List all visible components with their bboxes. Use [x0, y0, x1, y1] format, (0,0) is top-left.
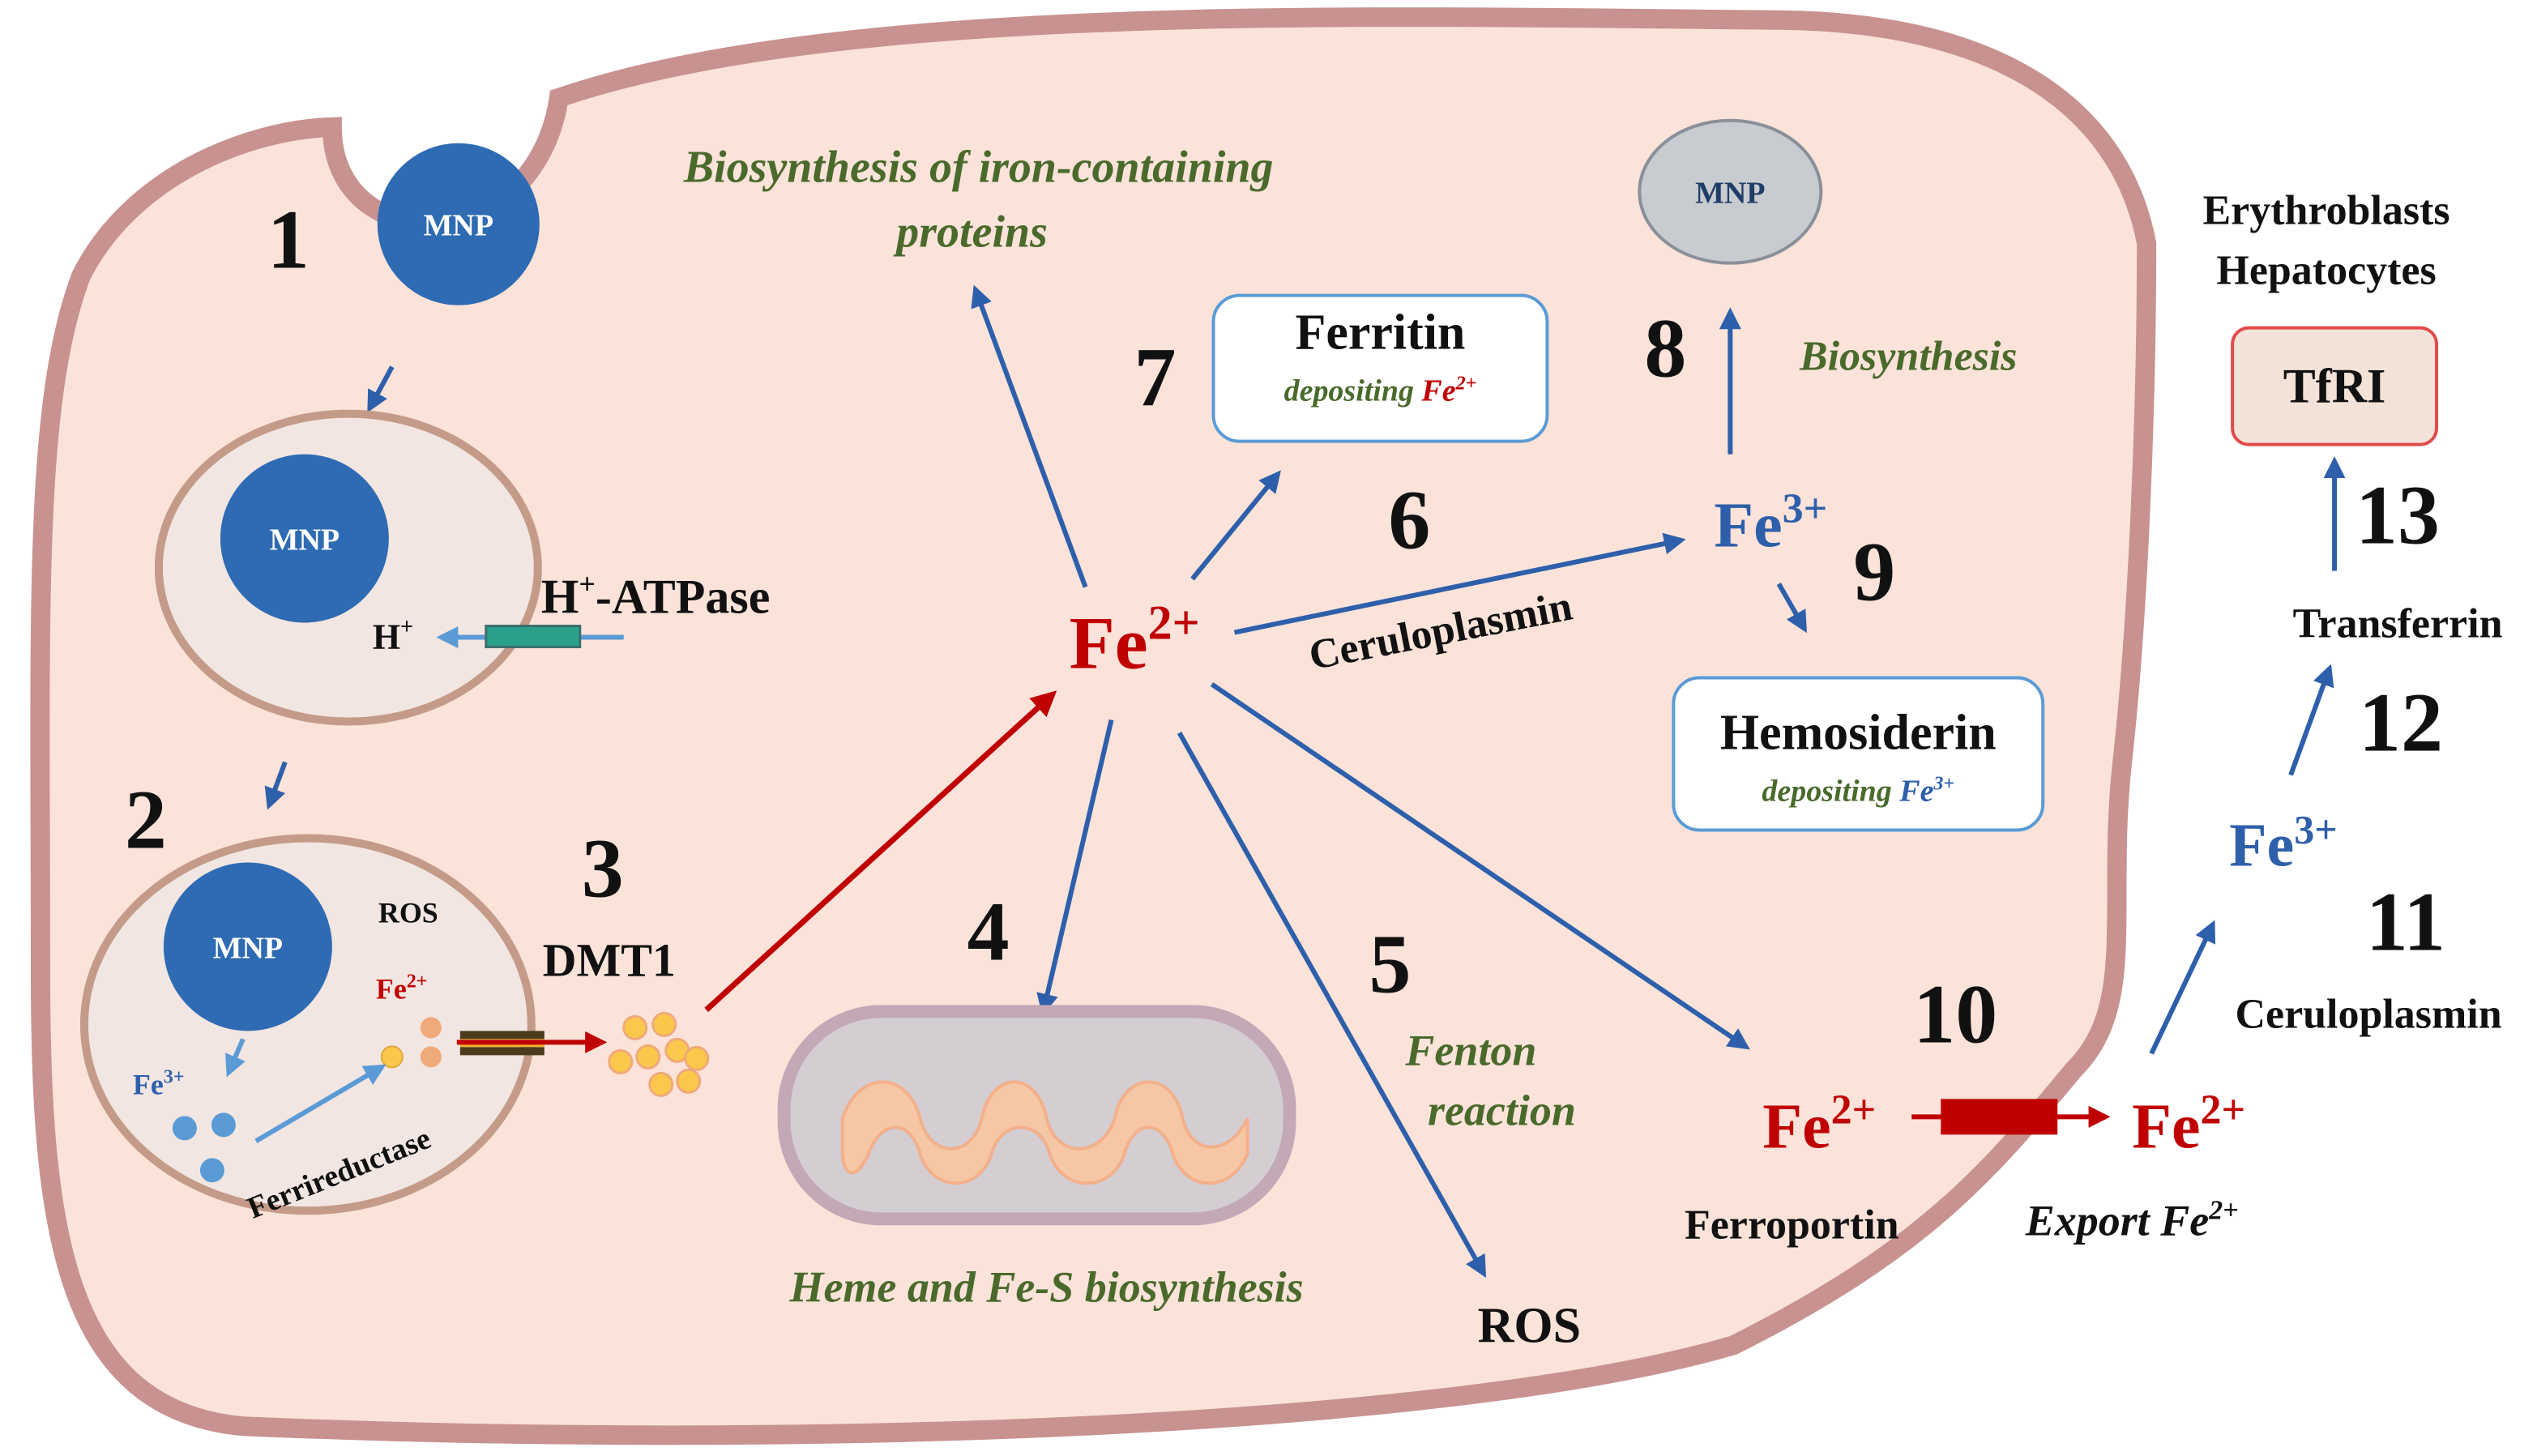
central-fe2-label: Fe2+ — [1070, 596, 1200, 685]
step-number-5: 5 — [1369, 917, 1411, 1010]
arrow-fe2-to-ros — [1177, 732, 1487, 1278]
arrow-fe3-to-transferrin — [2288, 664, 2334, 776]
fe2-cluster-particle — [684, 1045, 710, 1071]
step-number-11: 11 — [2366, 875, 2445, 968]
step-number-1: 1 — [267, 194, 310, 287]
step-number-3: 3 — [582, 822, 624, 915]
nanoparticle-lysosome-label: MNP — [213, 931, 283, 965]
nanoparticle-endocytosed-label: MNP — [424, 209, 493, 243]
target-cells-line1: Erythroblasts — [2203, 188, 2450, 234]
target-cells-line2: Hepatocytes — [2216, 248, 2436, 294]
arrow-fe2-to-export — [1210, 682, 1750, 1050]
step-number-10: 10 — [1913, 967, 1997, 1061]
tfr1-box — [2231, 326, 2439, 446]
fe2-cluster-particle — [648, 1071, 674, 1097]
proton-label: H+ — [373, 615, 413, 657]
arrow-mnp-to-fe3 — [225, 1038, 246, 1078]
transferrin-label: Transferrin — [2293, 601, 2503, 647]
fe2-cluster-particle — [651, 1011, 677, 1037]
h-atpase-label: H+-ATPase — [541, 568, 771, 624]
step-number-8: 8 — [1644, 302, 1686, 395]
export-inside-fe2: Fe2+ — [1762, 1087, 1876, 1162]
step-number-9: 9 — [1853, 526, 1895, 619]
ferritin-subtitle: depositing Fe2+ — [1284, 374, 1477, 408]
extracellular-ceruloplasmin-label: Ceruloplasmin — [2235, 991, 2501, 1037]
fe3-particle — [199, 1158, 224, 1183]
extracellular-fe3-label: Fe3+ — [2229, 806, 2338, 879]
dmt1-label: DMT1 — [543, 933, 676, 986]
tfr1-label: TfRI — [2283, 360, 2386, 413]
ferrireductase-arrow — [254, 1064, 387, 1143]
protein-biosynthesis-line2: proteins — [893, 207, 1048, 258]
fenton-line1: Fenton — [1404, 1026, 1536, 1074]
arrow-endosome-to-lysosome — [264, 761, 288, 810]
lysosome-ros-label: ROS — [378, 896, 438, 929]
arrow-fe2-to-protein-biosynthesis — [971, 284, 1088, 588]
ferritin-title: Ferritin — [1296, 305, 1466, 361]
ferritin-box — [1211, 293, 1549, 443]
h-atpase-pump — [485, 625, 582, 649]
ferroportin-label: Ferroportin — [1685, 1202, 1899, 1248]
arrow-endocytosis-to-endosome — [367, 365, 395, 413]
fe2-cluster-particle — [608, 1048, 634, 1074]
nanoparticle-endocytosed — [377, 143, 540, 305]
lysosome-fe3-label: Fe3+ — [133, 1066, 185, 1100]
fe2-particle — [420, 1046, 442, 1068]
fe2-particle — [420, 1017, 442, 1039]
dmt1-channel-bottom — [459, 1047, 545, 1056]
step-number-6: 6 — [1388, 474, 1430, 567]
fenton-line2: reaction — [1428, 1086, 1576, 1134]
fe2-cluster-particle — [622, 1014, 648, 1040]
internal-fe3-label: Fe3+ — [1714, 486, 1827, 561]
ros-product-label: ROS — [1478, 1298, 1581, 1353]
step-number-7: 7 — [1134, 331, 1177, 425]
lysosome-fe2-label: Fe2+ — [376, 971, 428, 1005]
export-caption: Export Fe2+ — [2025, 1195, 2239, 1245]
step-number-12: 12 — [2359, 676, 2443, 769]
nanoparticle-biosynthesized — [1638, 118, 1823, 265]
nanoparticle-lysosome — [163, 862, 332, 1031]
hemosiderin-subtitle: depositing Fe3+ — [1762, 773, 1954, 808]
nanoparticle-biosynthesized-label: MNP — [1695, 177, 1765, 211]
fe2-cluster-particle — [676, 1068, 702, 1094]
ferroportin-channel-bottom — [1941, 1118, 2058, 1135]
mnp-biosynthesis-label: Biosynthesis — [1799, 334, 2018, 380]
nanoparticle-endosome-label: MNP — [270, 523, 340, 557]
fe2-particle — [380, 1045, 404, 1069]
ferroportin-channel-top — [1941, 1099, 2058, 1116]
export-outside-fe2: Fe2+ — [2132, 1087, 2245, 1162]
fe3-particle — [172, 1116, 197, 1141]
fe2-cluster-particle — [635, 1044, 661, 1070]
fe3-particle — [211, 1112, 236, 1138]
step-number-4: 4 — [967, 885, 1010, 978]
mitochondrion-cristae — [840, 1080, 1249, 1185]
arrow-fe2-to-fe3 — [1233, 532, 1686, 635]
mitochondrion-caption: Heme and Fe-S biosynthesis — [789, 1262, 1304, 1311]
arrow-fe2-to-ferritin — [1190, 470, 1281, 581]
hemosiderin-title: Hemosiderin — [1720, 705, 1997, 760]
step-number-13: 13 — [2355, 469, 2440, 562]
arrow-export-to-fe3 — [2149, 920, 2216, 1055]
arrow-fe3-to-hemosiderin — [1776, 583, 1807, 634]
dmt1-channel-top — [459, 1031, 545, 1040]
nanoparticle-endosome — [220, 454, 389, 623]
arrow-fe2-to-mitochondrion — [1036, 719, 1114, 1016]
hemosiderin-box — [1672, 676, 2045, 832]
step-number-2: 2 — [125, 773, 167, 866]
arrow-dmt1-to-fe2 — [704, 690, 1057, 1012]
protein-biosynthesis-line1: Biosynthesis of iron-containing — [683, 143, 1274, 193]
